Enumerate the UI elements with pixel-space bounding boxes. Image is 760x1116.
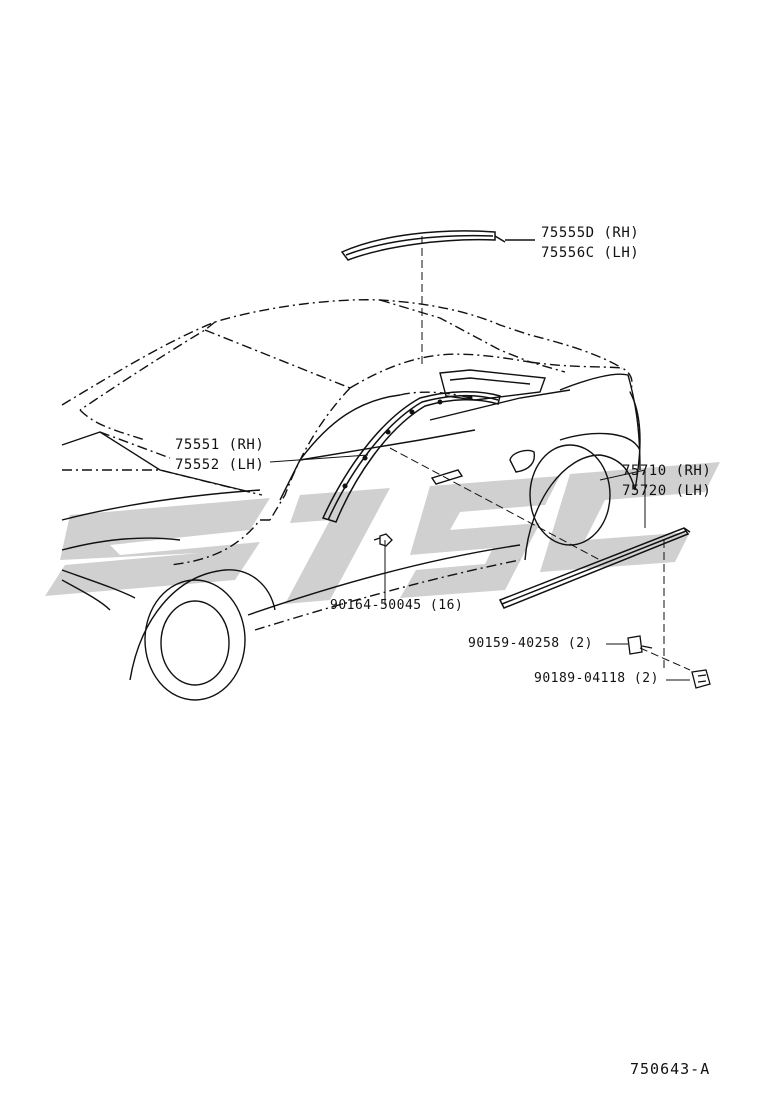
callout-pillar-rh: 75551 (RH)	[175, 437, 265, 453]
pillar-molding-part	[321, 391, 501, 523]
figure-code: 750643-A	[630, 1060, 711, 1078]
clip-b-part	[691, 669, 711, 689]
screw-part	[373, 533, 393, 547]
callout-pillar-lh: 75552 (LH)	[175, 457, 265, 473]
rocker-molding-part	[498, 527, 691, 609]
roof-molding-part	[340, 230, 535, 261]
callout-clip-b: 90189-04118 (2)	[534, 671, 659, 686]
callout-roof-lh: 75556C (LH)	[541, 245, 640, 261]
callout-screw: 90164-50045 (16)	[330, 598, 464, 613]
callout-rocker-rh: 75710 (RH)	[622, 463, 712, 479]
callout-roof-rh: 75555D (RH)	[541, 225, 640, 241]
callout-clip-a: 90159-40258 (2)	[468, 636, 593, 651]
clip-a-part	[627, 635, 653, 655]
watermark-logo	[45, 462, 720, 604]
callout-rocker-lh: 75720 (LH)	[622, 483, 712, 499]
car-outline	[61, 299, 641, 701]
